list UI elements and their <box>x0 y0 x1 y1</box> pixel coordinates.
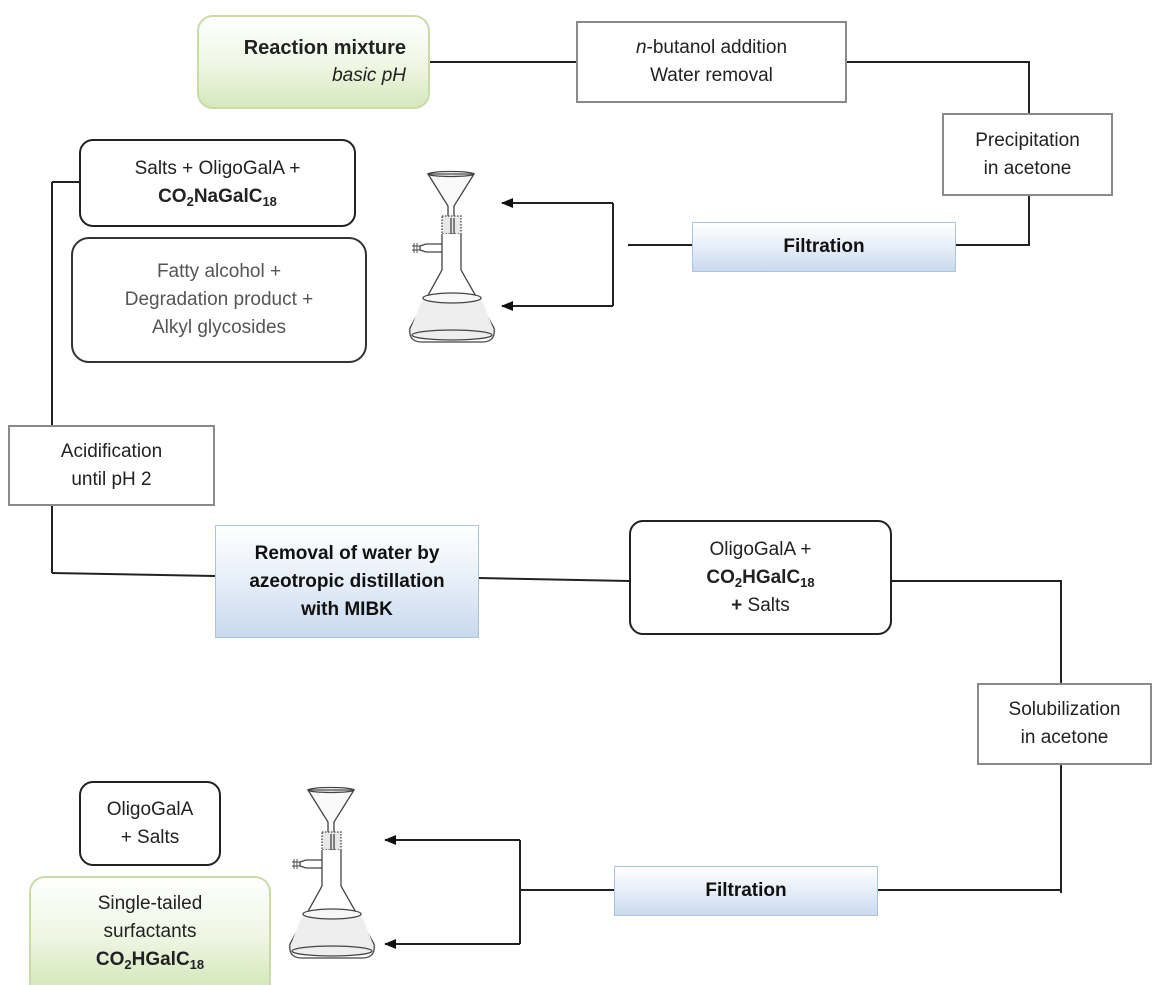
reaction-mixture-box: Reaction mixture basic pH <box>197 15 430 109</box>
precipitation-line1: Precipitation <box>975 129 1080 151</box>
oligo-bottom-line1: OligoGalA <box>106 798 194 820</box>
single-tailed-line2: surfactants <box>103 920 197 942</box>
water-removal-label: Water removal <box>650 65 773 86</box>
acidification-line1: Acidification <box>60 440 163 462</box>
oligogala-salts-box: OligoGalA + Salts <box>79 781 221 866</box>
fatty-line1: Fatty alcohol + <box>156 261 282 282</box>
oligo-mid-line1: OligoGalA + <box>709 538 812 560</box>
solubilization-box: Solubilization in acetone <box>977 683 1152 765</box>
reaction-mixture-title: Reaction mixture <box>243 37 406 59</box>
butanol-label: -butanol addition <box>646 37 788 58</box>
filtration-top-label: Filtration <box>783 236 865 257</box>
acidification-box: Acidification until pH 2 <box>8 425 215 506</box>
single-tailed-formula: CO2HGalC18 <box>95 948 205 972</box>
oligogala-acid-salts-box: OligoGalA + CO2HGalC18 + Salts <box>629 520 892 635</box>
filtration-box-top: Filtration <box>692 222 956 272</box>
butanol-addition-box: n-butanol addition Water removal <box>576 21 847 103</box>
single-tailed-line1: Single-tailed <box>97 892 203 914</box>
salts-formula: CO2NaGalC18 <box>158 186 277 209</box>
single-tailed-surfactants-box: Single-tailed surfactants CO2HGalC18 <box>29 876 271 985</box>
filtration-bottom-label: Filtration <box>705 880 787 901</box>
oligo-mid-formula: CO2HGalC18 <box>706 566 815 590</box>
fatty-alcohol-box: Fatty alcohol + Degradation product + Al… <box>71 237 367 363</box>
salts-line1: Salts + OligoGalA + <box>134 158 301 179</box>
filter-flask-icon-bottom <box>289 786 375 959</box>
filtration-box-bottom: Filtration <box>614 866 878 916</box>
oligo-bottom-line2: + Salts <box>120 826 180 848</box>
removal-line2: azeotropic distillation <box>249 570 445 592</box>
removal-of-water-box: Removal of water by azeotropic distillat… <box>215 525 479 638</box>
removal-line1: Removal of water by <box>254 542 440 564</box>
fatty-line3: Alkyl glycosides <box>151 317 287 338</box>
precipitation-box: Precipitation in acetone <box>942 113 1113 196</box>
acidification-line2: until pH 2 <box>71 468 152 490</box>
precipitation-line2: in acetone <box>983 157 1072 179</box>
fatty-line2: Degradation product + <box>124 289 314 310</box>
butanol-prefix: n <box>635 37 647 58</box>
removal-line3: with MIBK <box>301 598 393 620</box>
reaction-mixture-subtitle: basic pH <box>332 65 406 86</box>
salts-oligogala-box: Salts + OligoGalA + CO2NaGalC18 <box>79 139 356 227</box>
solubilization-line1: Solubilization <box>1008 699 1121 720</box>
oligo-mid-line3: + Salts <box>731 594 790 616</box>
solubilization-line2: in acetone <box>1020 727 1109 748</box>
filter-flask-icon-top <box>409 170 495 343</box>
